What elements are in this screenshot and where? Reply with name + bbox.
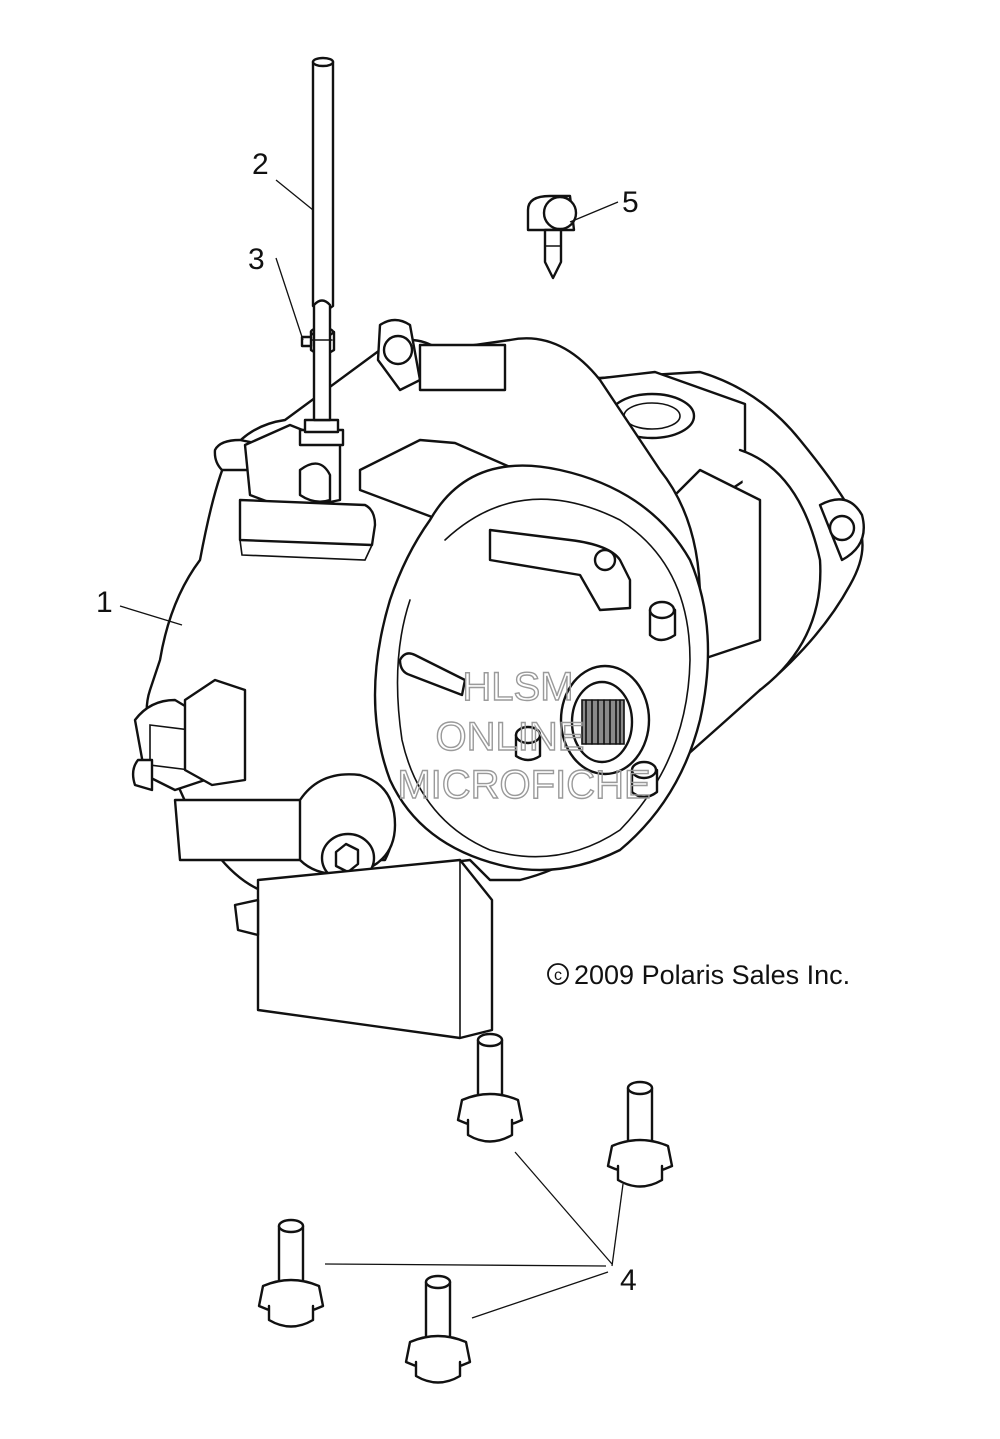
watermark-line2: ONLINE xyxy=(436,715,585,759)
copyright-text: 2009 Polaris Sales Inc. xyxy=(574,960,850,990)
watermark-line3: MICROFICHE xyxy=(397,763,650,807)
gearcase-housing[interactable] xyxy=(131,318,865,1040)
callout-1: 1 xyxy=(96,586,113,619)
copyright-symbol: c xyxy=(554,967,562,984)
breather-fitting[interactable] xyxy=(526,194,578,280)
vent-hose[interactable] xyxy=(311,56,335,312)
output-spline xyxy=(581,699,625,745)
callout-5: 5 xyxy=(622,186,639,219)
bolt-d[interactable] xyxy=(404,1274,472,1384)
copyright-circle xyxy=(547,963,569,985)
breather-nipple xyxy=(298,299,345,447)
bolt-b[interactable] xyxy=(606,1080,674,1188)
watermark: HLSM ONLINE MICROFICHE xyxy=(397,664,652,807)
watermark-line1: HLSM xyxy=(462,665,573,709)
copyright: c 2009 Polaris Sales Inc. xyxy=(547,960,850,990)
callout-4: 4 xyxy=(620,1264,637,1297)
bolt-c[interactable] xyxy=(257,1218,325,1328)
callout-3: 3 xyxy=(248,243,265,276)
leader-lines xyxy=(119,179,624,1319)
callout-2: 2 xyxy=(252,148,269,181)
bolt-a[interactable] xyxy=(456,1032,524,1143)
